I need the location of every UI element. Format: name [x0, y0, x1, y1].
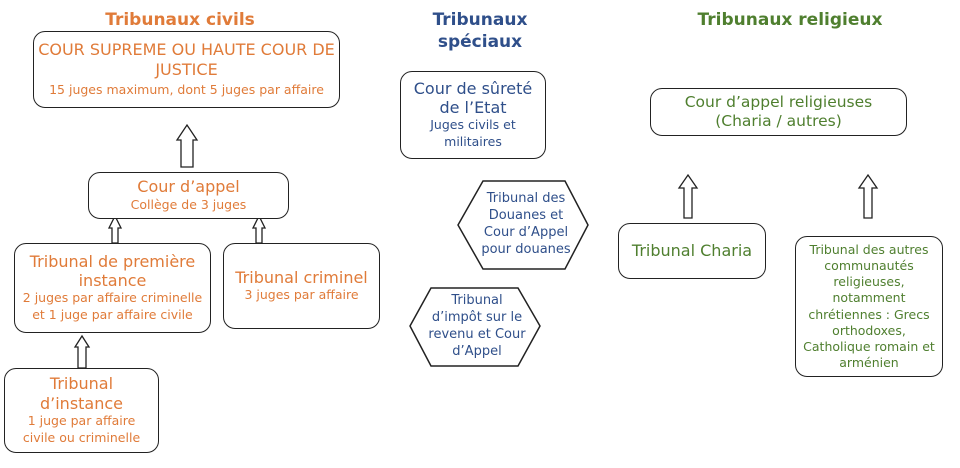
state-security-sub-line2: militaires	[444, 134, 502, 150]
others-line4: notamment	[832, 290, 906, 306]
others-line6: orthodoxes,	[832, 322, 906, 338]
instance-court-box: Tribunal d’instance 1 juge par affaire c…	[4, 368, 159, 453]
income-tax-line2: d’impôt sur le	[431, 310, 523, 326]
instance-title-line1: Tribunal	[49, 374, 114, 394]
arrow-up-charia-to-religious-appeal	[677, 173, 699, 219]
charia-court-title: Tribunal Charia	[631, 241, 753, 261]
arrow-up-criminal-to-appeal	[251, 214, 267, 244]
header-special-line2: spéciaux	[437, 32, 523, 52]
religious-appeal-line1: Cour d’appel religieuses	[684, 93, 873, 112]
first-instance-sub-line1: 2 juges par affaire criminelle	[22, 290, 203, 306]
header-special-courts: Tribunaux spéciaux	[420, 9, 540, 53]
other-religious-courts-box: Tribunal des autres communautés religieu…	[795, 236, 943, 377]
supreme-court-title-line2: JUSTICE	[155, 59, 218, 79]
religious-appeal-line2: (Charia / autres)	[715, 112, 842, 130]
supreme-court-box: COUR SUPREME OU HAUTE COUR DE JUSTICE 15…	[33, 31, 340, 108]
header-civil-courts: Tribunaux civils	[105, 10, 255, 30]
arrow-up-instance-to-first-instance	[73, 334, 91, 369]
income-tax-line4: d’Appel	[452, 343, 502, 359]
hexagon-income-tax-court	[409, 287, 541, 367]
income-tax-line3: revenu et Cour	[428, 327, 526, 342]
customs-line4: pour douanes	[481, 241, 571, 257]
customs-line3: Cour d’Appel	[483, 225, 569, 240]
first-instance-title-line2: instance	[78, 271, 147, 291]
state-security-title-line2: de l’Etat	[439, 98, 507, 118]
instance-sub-line1: 1 juge par affaire	[27, 412, 136, 428]
income-tax-court-label: Tribunal d’impôt sur le revenu et Cour d…	[424, 288, 530, 366]
arrow-up-others-to-religious-appeal	[857, 173, 879, 219]
criminal-court-subtitle: 3 juges par affaire	[244, 287, 359, 303]
hexagon-customs-court	[457, 180, 589, 270]
first-instance-title-line1: Tribunal de première	[29, 251, 196, 271]
header-religious-courts: Tribunaux religieux	[697, 10, 883, 30]
first-instance-sub-line2: et 1 juge par affaire civile	[32, 307, 193, 323]
others-line8: arménien	[839, 355, 899, 371]
first-instance-court-box: Tribunal de première instance 2 juges pa…	[14, 243, 211, 333]
appeal-court-box: Cour d’appel Collège de 3 juges	[88, 172, 289, 219]
header-special-line1: Tribunaux	[432, 10, 528, 30]
instance-title-line2: d’instance	[39, 393, 124, 413]
income-tax-line1: Tribunal	[451, 293, 503, 309]
customs-line1: Tribunal des	[486, 191, 566, 207]
instance-sub-line2: civile ou criminelle	[22, 429, 141, 445]
state-security-title-line1: Cour de sûreté	[413, 78, 533, 98]
customs-line2: Douanes et	[488, 208, 564, 224]
appeal-court-title: Cour d’appel	[137, 177, 240, 197]
supreme-court-title-line1: COUR SUPREME OU HAUTE COUR DE	[38, 40, 335, 60]
customs-court-label: Tribunal des Douanes et Cour d’Appel pou…	[474, 181, 578, 269]
criminal-court-box: Tribunal criminel 3 juges par affaire	[223, 243, 380, 329]
appeal-court-subtitle: Collège de 3 juges	[130, 196, 247, 212]
arrow-up-appeal-to-supreme	[175, 123, 199, 168]
others-line2: communautés	[824, 257, 914, 273]
others-line5: chrétiennes : Grecs	[808, 306, 930, 322]
others-line3: religieuses,	[833, 274, 905, 289]
charia-court-box: Tribunal Charia	[618, 223, 766, 279]
arrow-up-first-instance-to-appeal	[107, 214, 123, 244]
supreme-court-subtitle: 15 juges maximum, dont 5 juges par affai…	[49, 81, 324, 97]
others-line1: Tribunal des autres	[809, 241, 929, 257]
others-line7: Catholique romain et	[803, 339, 935, 354]
state-security-sub-line1: Juges civils et	[430, 117, 516, 133]
criminal-court-title: Tribunal criminel	[235, 267, 368, 287]
religious-appeal-court-box: Cour d’appel religieuses (Charia / autre…	[650, 88, 907, 136]
state-security-court-box: Cour de sûreté de l’Etat Juges civils et…	[400, 71, 546, 159]
